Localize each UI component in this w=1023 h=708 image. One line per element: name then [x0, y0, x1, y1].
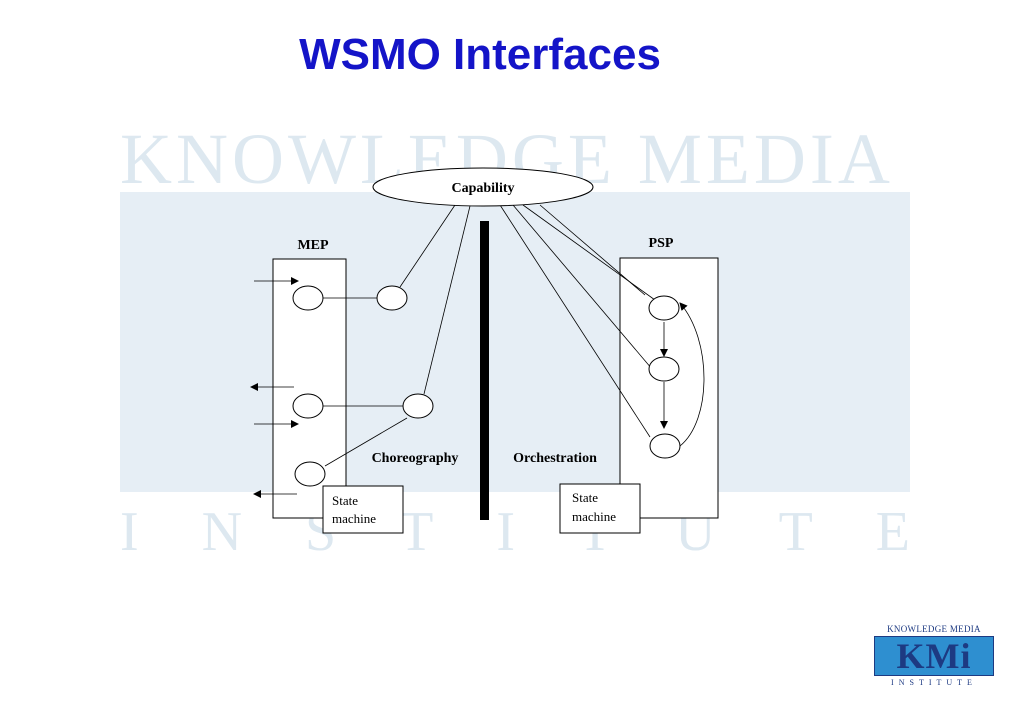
state-machine-box-left — [322, 485, 404, 534]
choreography-label: Choreography — [372, 451, 459, 466]
divider-bar — [480, 221, 489, 520]
logo-mark-box: KMi — [874, 636, 994, 676]
mep-state-node — [292, 393, 324, 419]
orchestration-label: Orchestration — [513, 451, 597, 466]
psp-label: PSP — [649, 236, 674, 251]
watermark-letter: T — [778, 501, 813, 563]
watermark-letter: I — [120, 501, 139, 563]
state-machine-left-line1: State — [332, 493, 358, 508]
state-machine-right-line1: State — [572, 490, 598, 505]
choreography-state-node — [376, 285, 408, 311]
mep-state-node — [294, 461, 326, 487]
capability-links — [399, 204, 656, 438]
logo-top-text: KNOWLEDGE MEDIA — [887, 624, 981, 634]
capability-ellipse — [372, 167, 594, 207]
watermark-bottom: I N S T I T U T E — [120, 500, 910, 564]
logo-mark: KMi — [896, 636, 972, 676]
choreography-state-node — [402, 393, 434, 419]
mep-links — [323, 297, 408, 467]
watermark-block — [120, 192, 910, 492]
watermark-letter: E — [875, 501, 910, 563]
kmi-logo: KNOWLEDGE MEDIA KMi INSTITUTE — [874, 624, 994, 694]
psp-state-node — [649, 433, 681, 459]
watermark-letter: I — [496, 501, 516, 563]
mep-message-arrows — [250, 277, 299, 498]
state-machine-box-right — [559, 483, 641, 534]
psp-flow-arrows — [660, 302, 705, 447]
watermark-letter: T — [399, 501, 434, 563]
logo-bottom-text: INSTITUTE — [891, 678, 977, 687]
state-machine-left-line2: machine — [332, 511, 376, 526]
psp-state-node — [648, 356, 680, 382]
capability-label: Capability — [451, 181, 514, 196]
mep-state-node — [292, 285, 324, 311]
psp-state-node — [648, 295, 680, 321]
mep-label: MEP — [297, 238, 329, 253]
state-machine-right-line2: machine — [572, 509, 616, 524]
watermark-letter: N — [201, 501, 243, 563]
slide-title: WSMO Interfaces — [299, 30, 661, 79]
